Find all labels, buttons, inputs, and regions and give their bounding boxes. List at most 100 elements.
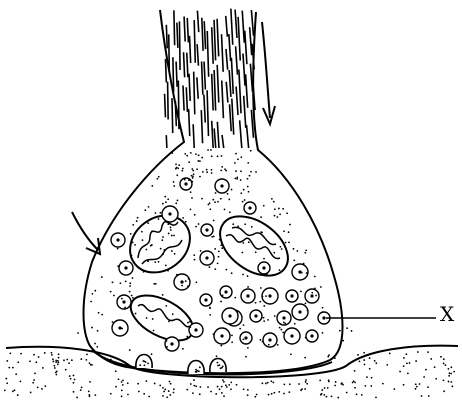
stipple-dot bbox=[244, 223, 246, 225]
post-synaptic-dot bbox=[416, 386, 418, 388]
stipple-dot bbox=[222, 295, 224, 297]
post-synaptic-dot bbox=[71, 359, 73, 361]
stipple-dot bbox=[185, 221, 187, 223]
stipple-dot bbox=[221, 166, 223, 168]
post-synaptic-dot bbox=[327, 387, 329, 389]
stipple-dot bbox=[273, 201, 275, 203]
stipple-dot bbox=[218, 250, 220, 252]
axon-fibre bbox=[194, 20, 195, 63]
neurotransmitter-dot bbox=[143, 364, 145, 366]
stipple-dot bbox=[132, 242, 134, 244]
post-synaptic-dot bbox=[283, 383, 285, 385]
stipple-dot bbox=[185, 280, 187, 282]
stipple-dot bbox=[307, 310, 309, 312]
stipple-dot bbox=[271, 198, 273, 200]
post-synaptic-dot bbox=[33, 379, 35, 381]
neurotransmitter-dot bbox=[139, 364, 141, 366]
stipple-dot bbox=[178, 164, 180, 166]
stipple-dot bbox=[213, 220, 215, 222]
stipple-dot bbox=[117, 298, 119, 300]
stipple-dot bbox=[172, 313, 174, 315]
post-synaptic-dot bbox=[306, 383, 308, 385]
vesicle-core bbox=[298, 310, 301, 313]
post-synaptic-dot bbox=[403, 365, 405, 367]
post-synaptic-dot bbox=[195, 385, 197, 387]
post-synaptic-dot bbox=[44, 352, 46, 354]
stipple-dot bbox=[334, 357, 336, 359]
stipple-dot bbox=[328, 354, 330, 356]
stipple-dot bbox=[212, 199, 214, 201]
post-synaptic-dot bbox=[17, 394, 19, 396]
stipple-dot bbox=[202, 171, 204, 173]
post-synaptic-dot bbox=[17, 361, 19, 363]
stipple-dot bbox=[170, 229, 172, 231]
post-synaptic-dot bbox=[419, 383, 421, 385]
axon-fibre bbox=[226, 82, 228, 103]
post-synaptic-dot bbox=[267, 382, 269, 384]
post-synaptic-dot bbox=[148, 396, 150, 398]
stipple-dot bbox=[91, 293, 93, 295]
stipple-dot bbox=[236, 178, 238, 180]
stipple-dot bbox=[117, 248, 119, 250]
post-synaptic-dot bbox=[335, 381, 337, 383]
stipple-dot bbox=[278, 208, 280, 210]
post-synaptic-dot bbox=[73, 375, 75, 377]
stipple-dot bbox=[177, 167, 179, 169]
neurotransmitter-dot bbox=[145, 361, 147, 363]
stipple-dot bbox=[158, 176, 160, 178]
stipple-dot bbox=[147, 260, 149, 262]
post-synaptic-dot bbox=[121, 389, 123, 391]
axon-fibre bbox=[212, 74, 213, 111]
post-synaptic-dot bbox=[449, 372, 451, 374]
stipple-dot bbox=[245, 356, 247, 358]
post-synaptic-dot bbox=[440, 356, 442, 358]
post-synaptic-dot bbox=[55, 374, 57, 376]
post-synaptic-dot bbox=[265, 383, 267, 385]
vesicle-core bbox=[220, 334, 223, 337]
stipple-dot bbox=[80, 358, 82, 360]
post-synaptic-dot bbox=[341, 382, 343, 384]
post-synaptic-dot bbox=[415, 388, 417, 390]
stipple-dot bbox=[146, 317, 148, 319]
post-synaptic-dot bbox=[354, 387, 356, 389]
post-synaptic-dot bbox=[52, 361, 54, 363]
post-synaptic-dot bbox=[37, 386, 39, 388]
post-synaptic-dot bbox=[162, 395, 164, 397]
post-synaptic-dot bbox=[57, 364, 59, 366]
stipple-dot bbox=[242, 274, 244, 276]
axon-fibre bbox=[243, 54, 245, 86]
axon-fibre bbox=[207, 90, 208, 136]
stipple-dot bbox=[322, 307, 324, 309]
post-synaptic-dot bbox=[54, 367, 56, 369]
post-synaptic-dot bbox=[57, 360, 59, 362]
stipple-dot bbox=[346, 327, 348, 329]
vesicle-core bbox=[248, 206, 251, 209]
mitochondrion-lower bbox=[124, 286, 201, 350]
post-synaptic-dot bbox=[32, 382, 34, 384]
post-synaptic-dot bbox=[80, 389, 82, 391]
stipple-dot bbox=[101, 314, 103, 316]
vesicle-core bbox=[122, 300, 125, 303]
post-synaptic-dot bbox=[443, 358, 445, 360]
vesicle-core bbox=[184, 182, 187, 185]
axon-fibre bbox=[207, 31, 208, 77]
post-synaptic-dot bbox=[375, 362, 377, 364]
stipple-dot bbox=[94, 290, 96, 292]
stipple-dot bbox=[168, 233, 170, 235]
post-synaptic-dot bbox=[451, 385, 453, 387]
stipple-dot bbox=[173, 235, 175, 237]
stipple-dot bbox=[77, 332, 79, 334]
post-synaptic-dot bbox=[173, 392, 175, 394]
stipple-dot bbox=[174, 253, 176, 255]
stipple-dot bbox=[248, 241, 250, 243]
post-synaptic-dot bbox=[357, 354, 359, 356]
stipple-dot bbox=[113, 295, 115, 297]
stipple-dot bbox=[193, 173, 195, 175]
stipple-dot bbox=[117, 265, 119, 267]
stipple-dot bbox=[97, 330, 99, 332]
stipple-dot bbox=[260, 287, 262, 289]
stipple-dot bbox=[229, 211, 231, 213]
stipple-dot bbox=[198, 223, 200, 225]
stipple-dot bbox=[194, 259, 196, 261]
stipple-dot bbox=[149, 272, 151, 274]
